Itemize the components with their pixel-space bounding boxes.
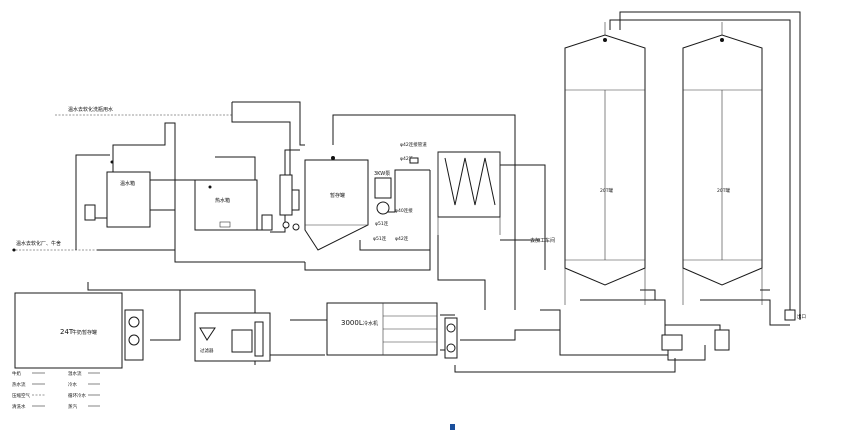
outlet-label: 出口: [797, 313, 806, 320]
pipe-e-label: φ51连: [373, 235, 387, 242]
left-line-label: 温水去软化厂、牛舍: [16, 240, 61, 247]
legend-1: 牛奶: [12, 370, 21, 377]
filter-label: 过滤器: [200, 347, 214, 354]
chiller-label: 3000L: [341, 319, 363, 327]
hot-water-tank: 热水箱: [194, 179, 258, 231]
silo2-label: 20T罐: [717, 187, 730, 194]
legend-4: 清洗水: [12, 403, 26, 410]
chiller: 3000L 冷水机: [326, 302, 458, 359]
left-supply-line: 温水去软化厂、牛舍: [12, 240, 100, 252]
discharge-pumps: 出口: [661, 309, 806, 351]
chiller-sublabel: 冷水机: [363, 320, 378, 327]
pipe-b-label: φ40连接: [395, 207, 413, 214]
mixing-tank: 暂存罐: [304, 156, 369, 251]
legend-5: 温水流: [68, 370, 82, 377]
pipe-network: [75, 11, 801, 373]
silo-2: 20T罐: [682, 22, 763, 305]
top-line-label: 温水去软化洗瓶用水: [68, 106, 113, 113]
to-process-label: 去加工车间: [530, 237, 555, 244]
filter-unit: 过滤器: [194, 312, 271, 362]
top-supply-line: 温水去软化洗瓶用水: [55, 106, 232, 116]
heat-exchanger: φ42连接管道 φ42连: [400, 141, 501, 235]
pump-station: 3KW泵 φ51连 φ51连 φ42连 φ40连接: [373, 171, 413, 242]
pipe-a-label: φ42连接管道: [400, 141, 427, 148]
legend-8: 蒸汽: [68, 403, 77, 410]
pipe-c-label: φ51连: [375, 220, 389, 227]
big-milk-tank: 24T 牛奶暂存罐: [14, 292, 144, 369]
legend-3: 压缩空气: [12, 392, 30, 399]
warm-water-tank: 温水箱: [106, 160, 151, 228]
corner-marker: [450, 424, 455, 430]
pipe-f-label: φ42连: [395, 235, 409, 242]
legend-6: 冷水: [68, 381, 77, 388]
pipe-d-label: φ42连: [400, 155, 414, 162]
mix-tank-label: 暂存罐: [330, 192, 345, 199]
legend-7: 循环冷水: [68, 392, 86, 399]
hot-tank-label: 热水箱: [215, 197, 230, 204]
legend-2: 热水流: [12, 381, 26, 388]
silo1-label: 20T罐: [600, 187, 613, 194]
silo-1: 20T罐: [564, 22, 646, 305]
big-tank-sublabel: 牛奶暂存罐: [72, 329, 97, 336]
motor-label: 3KW泵: [374, 171, 390, 177]
legend: 牛奶 热水流 压缩空气 清洗水 温水流 冷水 循环冷水 蒸汽: [12, 370, 100, 410]
instruments: [84, 174, 300, 231]
big-tank-label: 24T: [60, 328, 74, 336]
warm-tank-label: 温水箱: [120, 180, 135, 187]
